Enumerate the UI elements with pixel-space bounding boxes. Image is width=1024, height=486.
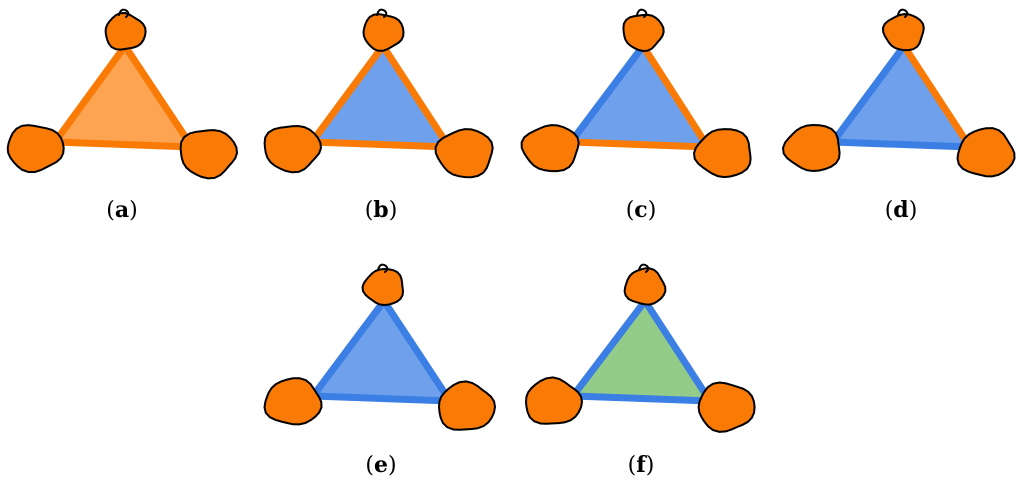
panel-e-edge-bottom	[309, 392, 454, 405]
panel-d-node-left	[781, 123, 841, 173]
panel-a-face	[55, 46, 192, 147]
panel-a-node-right	[179, 129, 239, 180]
panel-a-edge-left	[51, 42, 129, 146]
panel-e-node-right	[437, 380, 497, 431]
panel-letter-f: f	[636, 452, 646, 478]
panel-f-node-left	[524, 376, 584, 425]
panel-letter-d: d	[893, 197, 909, 223]
panel-d	[781, 8, 1016, 178]
panel-c-edge-bottom	[567, 138, 712, 151]
panel-letter-a: a	[114, 197, 130, 223]
panel-c	[520, 8, 752, 179]
panel-letter-c: c	[634, 197, 648, 223]
panel-f-node-right	[697, 381, 756, 433]
panel-b-edge-bottom	[308, 138, 453, 151]
panel-e-edge-right	[380, 297, 454, 405]
panel-d-edge-left	[829, 42, 908, 146]
panel-e-node-top	[361, 263, 405, 307]
panel-letter-b: b	[373, 197, 389, 223]
panel-d-node-right	[956, 127, 1016, 178]
panel-f-edge-bottom	[569, 392, 714, 405]
panel-f-edge-left	[569, 297, 649, 400]
panel-label-b: (b)	[364, 197, 398, 223]
panel-c-node-right	[692, 128, 752, 179]
panel-label-a: (a)	[106, 197, 138, 223]
panel-a-edge-right	[121, 42, 196, 151]
panel-d-face	[833, 46, 970, 147]
panel-a-edge-bottom	[51, 138, 196, 151]
panel-b-face	[312, 46, 449, 147]
panel-c-face	[571, 46, 708, 147]
panel-c-node-left	[520, 124, 580, 173]
panel-a-node-left	[6, 124, 65, 173]
panel-b-node-top	[362, 8, 405, 52]
panel-e-face	[313, 301, 450, 401]
panel-a	[6, 8, 239, 180]
panel-c-edge-right	[639, 42, 712, 151]
panel-f	[524, 263, 756, 433]
panel-a-node-top	[104, 8, 147, 51]
panel-d-edge-bottom	[829, 138, 974, 151]
panel-label-c: (c)	[625, 197, 657, 223]
panel-letter-e: e	[374, 452, 388, 478]
panel-b-edge-right	[379, 42, 453, 151]
panel-label-d: (d)	[884, 197, 918, 223]
panel-f-face	[573, 301, 710, 401]
panel-c-node-top	[622, 8, 665, 53]
panel-b-node-right	[434, 128, 494, 179]
panel-d-edge-right	[900, 42, 974, 151]
panel-label-f: (f)	[627, 452, 655, 478]
panel-label-e: (e)	[365, 452, 397, 478]
panel-b-edge-left	[308, 42, 387, 146]
panel-b	[263, 8, 494, 179]
panel-f-edge-right	[641, 297, 714, 405]
panel-d-node-top	[881, 8, 925, 52]
panel-b-node-left	[263, 124, 323, 174]
panel-e-node-left	[263, 377, 323, 426]
panel-c-edge-left	[567, 42, 647, 146]
panel-e	[263, 263, 497, 431]
panel-f-node-top	[623, 263, 667, 306]
panel-e-edge-left	[309, 297, 388, 400]
